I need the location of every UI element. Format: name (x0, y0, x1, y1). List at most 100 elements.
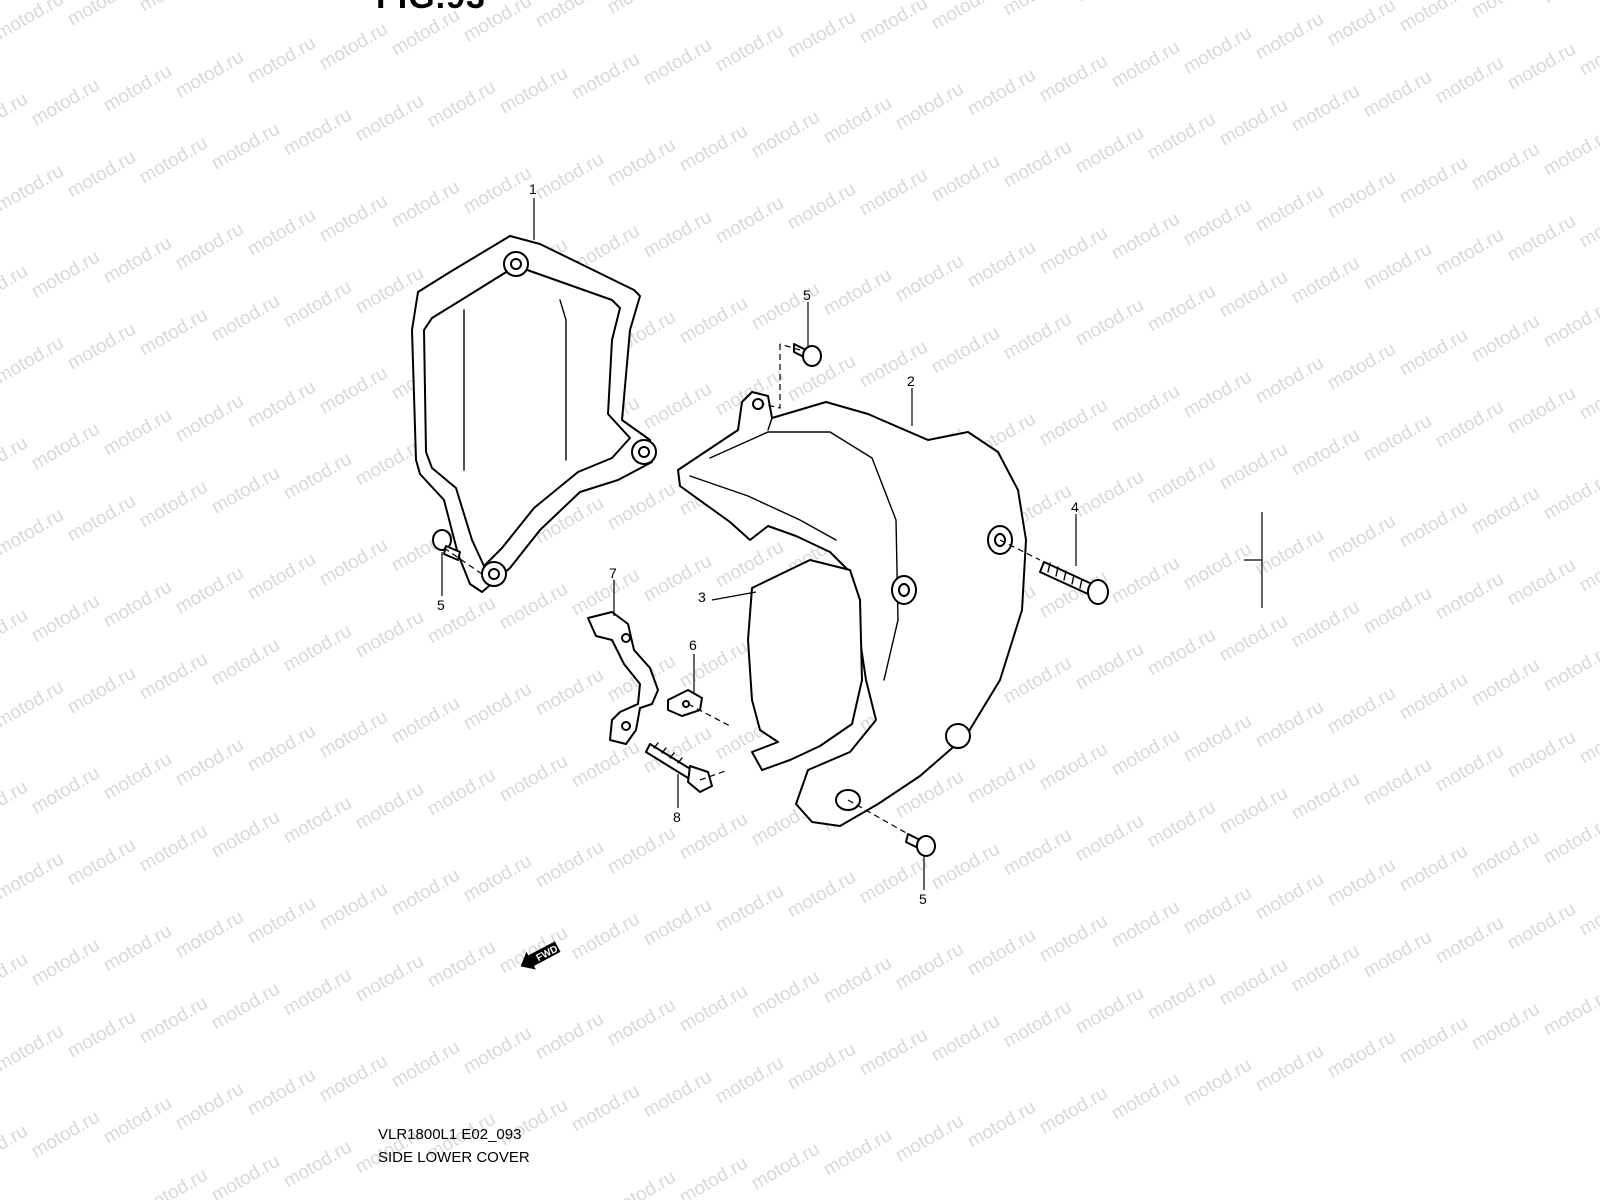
watermark-text: motod.ru (424, 765, 499, 821)
watermark-text: motod.ru (964, 237, 1039, 293)
watermark-text: motod.ru (208, 979, 283, 1035)
watermark-text: motod.ru (1360, 583, 1435, 639)
watermark-text: motod.ru (928, 151, 1003, 207)
watermark-text: motod.ru (784, 179, 859, 235)
watermark-text: motod.ru (1576, 197, 1600, 253)
watermark-text: motod.ru (1036, 395, 1111, 451)
watermark-text: motod.ru (532, 837, 607, 893)
watermark-text: motod.ru (496, 63, 571, 119)
watermark-text: motod.ru (208, 1151, 283, 1200)
watermark-text: motod.ru (1216, 611, 1291, 667)
watermark-text: motod.ru (0, 505, 67, 561)
watermark-text: motod.ru (1324, 683, 1399, 739)
watermark-text: motod.ru (1288, 425, 1363, 481)
watermark-text: motod.ru (64, 663, 139, 719)
callout-3: 3 (698, 589, 706, 605)
watermark-text: motod.ru (244, 205, 319, 261)
watermark-text: motod.ru (1252, 697, 1327, 753)
watermark-text: motod.ru (820, 953, 895, 1009)
watermark-text: motod.ru (1180, 539, 1255, 595)
watermark-text: motod.ru (532, 149, 607, 205)
watermark-text: motod.ru (1072, 639, 1147, 695)
watermark-text: motod.ru (784, 1039, 859, 1095)
watermark-text: motod.ru (64, 147, 139, 203)
watermark-text: motod.ru (1432, 569, 1507, 625)
watermark-text: motod.ru (1252, 181, 1327, 237)
watermark-text: motod.ru (460, 1023, 535, 1079)
watermark-text: motod.ru (208, 291, 283, 347)
watermark-text: motod.ru (0, 849, 67, 905)
watermark-text: motod.ru (1324, 855, 1399, 911)
watermark-text: motod.ru (640, 1067, 715, 1123)
watermark-text: motod.ru (640, 379, 715, 435)
watermark-text: motod.ru (1540, 985, 1600, 1041)
watermark-text: motod.ru (352, 607, 427, 663)
leader-lines (441, 198, 1263, 890)
watermark-text: motod.ru (892, 1111, 967, 1167)
watermark-text: motod.ru (1144, 797, 1219, 853)
watermark-text: motod.ru (1180, 195, 1255, 251)
part-7-bracket (587, 611, 659, 745)
watermark-text: motod.ru (712, 1053, 787, 1109)
watermark-text: motod.ru (1360, 67, 1435, 123)
watermark-text: motod.ru (244, 893, 319, 949)
watermark-text: motod.ru (1288, 597, 1363, 653)
watermark-text: motod.ru (28, 75, 103, 131)
watermark-text: motod.ru (676, 121, 751, 177)
watermark-text: motod.ru (1108, 725, 1183, 781)
watermark-text: motod.ru (460, 163, 535, 219)
watermark-text: motod.ru (604, 823, 679, 879)
watermark-text: motod.ru (100, 1093, 175, 1149)
part-5-screw-top (793, 343, 822, 367)
watermark-text: motod.ru (1540, 641, 1600, 697)
part-5-screw-bottom (905, 833, 936, 857)
part-3-inner-panel (747, 559, 863, 771)
watermark-text: motod.ru (1540, 813, 1600, 869)
watermark-text: motod.ru (1432, 397, 1507, 453)
watermark-text: motod.ru (352, 779, 427, 835)
watermark-text: motod.ru (1288, 941, 1363, 997)
watermark-text: motod.ru (676, 981, 751, 1037)
watermark-text: motod.ru (1036, 1083, 1111, 1139)
watermark-text: motod.ru (640, 35, 715, 91)
watermark-text: motod.ru (1288, 253, 1363, 309)
watermark-text: motod.ru (1396, 497, 1471, 553)
watermark-text: motod.ru (784, 351, 859, 407)
watermark-text: motod.ru (964, 753, 1039, 809)
watermark-text: motod.ru (28, 935, 103, 991)
watermark-text: motod.ru (964, 925, 1039, 981)
watermark-text: motod.ru (1144, 969, 1219, 1025)
watermark-text: motod.ru (136, 133, 211, 189)
watermark-text: motod.ru (0, 1021, 67, 1077)
watermark-text: motod.ru (604, 135, 679, 191)
watermark-text: motod.ru (28, 1107, 103, 1163)
watermark-text: motod.ru (1576, 541, 1600, 597)
watermark-text: motod.ru (676, 637, 751, 693)
watermark-text: motod.ru (1108, 37, 1183, 93)
watermark-text: motod.ru (1540, 469, 1600, 525)
watermark-text: motod.ru (1072, 811, 1147, 867)
watermark-text: motod.ru (1288, 81, 1363, 137)
watermark-text: motod.ru (1252, 869, 1327, 925)
watermark-text: motod.ru (172, 47, 247, 103)
watermark-text: motod.ru (1252, 525, 1327, 581)
watermark-text: motod.ru (280, 1137, 355, 1193)
watermark-text: motod.ru (1108, 381, 1183, 437)
watermark-text: motod.ru (748, 279, 823, 335)
watermark-text: motod.ru (1036, 223, 1111, 279)
watermark-text: motod.ru (676, 0, 751, 4)
watermark-text: motod.ru (208, 463, 283, 519)
watermark-text: motod.ru (784, 867, 859, 923)
watermark-text: motod.ru (856, 0, 931, 48)
watermark-text: motod.ru (28, 763, 103, 819)
watermark-text: motod.ru (712, 881, 787, 937)
watermark-text: motod.ru (640, 895, 715, 951)
callout-5-left: 5 (437, 597, 445, 613)
watermark-text: motod.ru (928, 0, 1003, 34)
watermark-text: motod.ru (712, 193, 787, 249)
watermark-text: motod.ru (64, 319, 139, 375)
watermark-text: motod.ru (1108, 1069, 1183, 1125)
watermark-text: motod.ru (1000, 0, 1075, 20)
figure-code: VLR1800L1 E02_093 (378, 1126, 522, 1143)
